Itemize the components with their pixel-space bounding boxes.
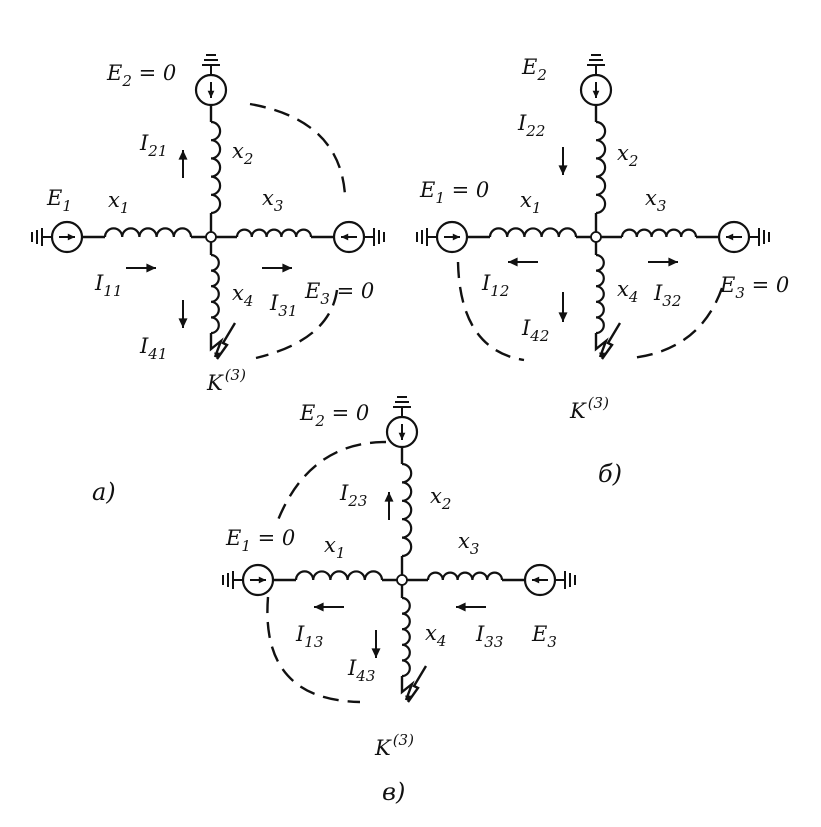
short-circuit-bolt	[594, 333, 609, 358]
inductor-x1	[103, 227, 193, 238]
current-arrow-i3-head	[668, 257, 678, 267]
label-i3: I31	[269, 291, 297, 320]
label-e3: E3	[531, 622, 557, 651]
inductor-x2	[401, 462, 413, 558]
current-arrow-i2-head	[384, 492, 394, 502]
dashed-current-path-1	[631, 287, 724, 360]
inductor-x3	[426, 571, 504, 581]
label-e1: E1 = 0	[225, 526, 295, 555]
current-arrow-i4-head	[178, 318, 188, 328]
current-arrow-i2-head	[558, 165, 568, 175]
current-arrow-i1-head	[508, 257, 518, 267]
label-x4: x4	[425, 621, 446, 650]
caption: в)	[382, 778, 405, 806]
label-e2: E2 = 0	[106, 61, 176, 90]
label-i4: I43	[347, 656, 375, 685]
label-i2: I22	[517, 111, 545, 140]
inductor-x4	[210, 253, 220, 335]
source-e2-arrowhead	[592, 90, 600, 98]
short-circuit-bolt-head	[405, 695, 411, 702]
current-arrow-i1-head	[146, 263, 156, 273]
label-k: K(3)	[374, 731, 414, 760]
dashed-current-path-0	[249, 102, 347, 196]
label-x4: x4	[232, 281, 253, 310]
label-e2: E2	[521, 55, 547, 84]
dashed-current-path-0	[276, 440, 387, 521]
source-e1-arrowhead	[452, 233, 460, 241]
label-x3: x3	[262, 186, 283, 215]
dashed-current-path-1	[255, 289, 339, 360]
source-e3-arrowhead	[532, 576, 540, 584]
current-arrow-i4-head	[371, 648, 381, 658]
short-circuit-bolt-zigzag	[216, 322, 237, 360]
label-i1: I12	[481, 271, 509, 300]
label-e3: E3 = 0	[304, 279, 374, 308]
label-x1: x1	[520, 188, 541, 217]
current-arrow-i3-head	[282, 263, 292, 273]
source-e3-arrowhead	[341, 233, 349, 241]
label-e3: E3 = 0	[719, 273, 789, 302]
label-i1: I11	[94, 271, 122, 300]
source-e2-arrowhead	[398, 432, 406, 440]
inductor-x1	[488, 227, 578, 238]
label-x3: x3	[645, 186, 666, 215]
label-i4: I42	[521, 316, 549, 345]
source-e1-arrowhead	[258, 576, 266, 584]
caption: а)	[92, 478, 116, 506]
current-arrow-i3-head	[456, 602, 466, 612]
inductor-x3	[620, 228, 698, 238]
label-x2: x2	[617, 141, 638, 170]
label-e1: E1 = 0	[419, 178, 489, 207]
current-arrow-i1-head	[314, 602, 324, 612]
dashed-current-path-0	[456, 261, 525, 362]
label-i2: I21	[139, 131, 167, 160]
source-e2-arrowhead	[207, 90, 215, 98]
short-circuit-bolt-zigzag	[601, 322, 622, 360]
source-e3-arrowhead	[726, 233, 734, 241]
caption: б)	[598, 460, 622, 488]
inductor-x4	[401, 596, 411, 678]
label-x1: x1	[108, 188, 129, 217]
label-k: K(3)	[206, 366, 246, 395]
junction-node	[396, 574, 408, 586]
label-x2: x2	[232, 139, 253, 168]
dashed-current-path-1	[266, 596, 361, 704]
label-x3: x3	[458, 529, 479, 558]
inductor-x2	[210, 120, 222, 215]
current-arrow-i2-head	[178, 150, 188, 160]
label-i3: I32	[653, 281, 681, 310]
short-circuit-bolt-head	[214, 352, 220, 359]
short-circuit-bolt	[209, 333, 224, 358]
short-circuit-bolt	[400, 676, 415, 701]
label-k: K(3)	[569, 394, 609, 423]
label-e1: E1	[46, 186, 72, 215]
label-i2: I23	[339, 481, 367, 510]
label-x4: x4	[617, 277, 638, 306]
inductor-x1	[294, 570, 384, 581]
source-e1-arrowhead	[67, 233, 75, 241]
junction-node	[590, 231, 602, 243]
label-i1: I13	[295, 622, 323, 651]
label-i3: I33	[475, 622, 503, 651]
label-i4: I41	[139, 334, 167, 363]
label-e2: E2 = 0	[299, 401, 369, 430]
current-arrow-i4-head	[558, 312, 568, 322]
junction-node	[205, 231, 217, 243]
inductor-x4	[595, 253, 605, 335]
inductor-x2	[595, 120, 607, 215]
label-x2: x2	[430, 484, 451, 513]
short-circuit-bolt-zigzag	[407, 665, 428, 703]
inductor-x3	[235, 228, 313, 238]
label-x1: x1	[324, 533, 345, 562]
short-circuit-bolt-head	[599, 352, 605, 359]
